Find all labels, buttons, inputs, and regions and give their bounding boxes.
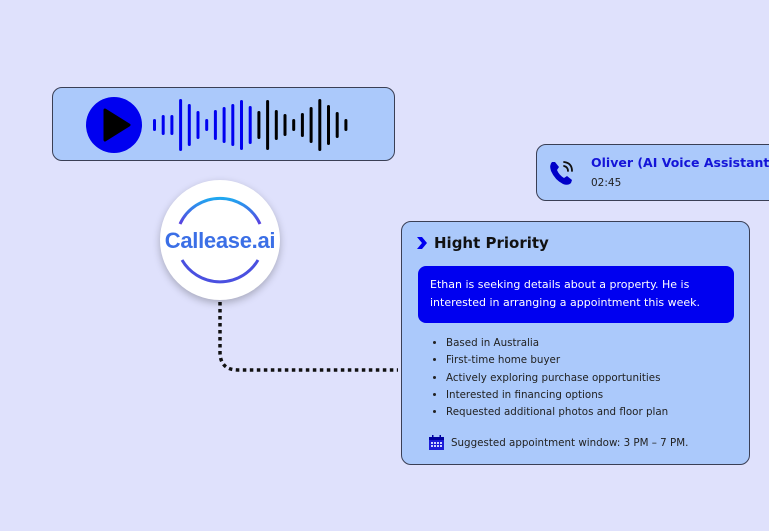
logo-text: Callease.ai (164, 228, 276, 253)
waveform-bar (170, 115, 174, 135)
waveform-bar (283, 114, 287, 136)
priority-card: Hight Priority Ethan is seeking details … (401, 221, 750, 465)
suggested-window: Suggested appointment window: 3 PM – 7 P… (428, 434, 688, 451)
summary-box: Ethan is seeking details about a propert… (418, 266, 734, 323)
details-list: Based in Australia First-time home buyer… (430, 335, 668, 421)
waveform-bar (161, 115, 165, 135)
list-item: First-time home buyer (446, 352, 668, 369)
waveform-bar (318, 99, 322, 151)
waveform-bar (327, 105, 330, 145)
logo-ring (178, 196, 262, 284)
suggestion-text: Suggested appointment window: 3 PM – 7 P… (451, 436, 689, 449)
list-item: Requested additional photos and floor pl… (446, 404, 668, 421)
calendar-icon (429, 435, 444, 450)
waveform-bar (240, 100, 243, 150)
list-item: Interested in financing options (446, 387, 668, 404)
chevron-right-icon (417, 237, 427, 249)
callease-logo: Callease.ai (160, 180, 280, 300)
waveform-bar (187, 104, 191, 146)
audio-player (52, 87, 395, 161)
call-card: Oliver (AI Voice Assistant) 02:45 (536, 144, 769, 201)
list-item: Actively exploring purchase opportunitie… (446, 370, 668, 387)
waveform-bar (300, 113, 304, 137)
waveform-bar (153, 119, 156, 131)
play-button[interactable] (86, 97, 142, 153)
list-item: Based in Australia (446, 335, 668, 352)
waveform-bar (179, 99, 183, 151)
caller-name: Oliver (AI Voice Assistant) (591, 155, 769, 170)
waveform-bar (257, 111, 261, 139)
call-duration: 02:45 (591, 177, 622, 189)
waveform-bar (213, 110, 217, 140)
waveform-bar (274, 110, 278, 140)
waveform-bar (248, 106, 252, 144)
phone-ringing-icon (550, 161, 573, 185)
waveform-bar (309, 107, 313, 143)
waveform-bar (292, 119, 296, 131)
priority-title: Hight Priority (434, 234, 549, 252)
waveform-bar (205, 119, 209, 131)
waveform-bar (266, 100, 270, 150)
waveform-bar (344, 119, 348, 131)
play-icon (103, 108, 131, 142)
waveform-bar (222, 107, 226, 143)
waveform-bar (335, 112, 339, 138)
waveform-bar (231, 104, 235, 146)
audio-waveform[interactable] (151, 88, 371, 162)
waveform-bar (196, 111, 200, 139)
